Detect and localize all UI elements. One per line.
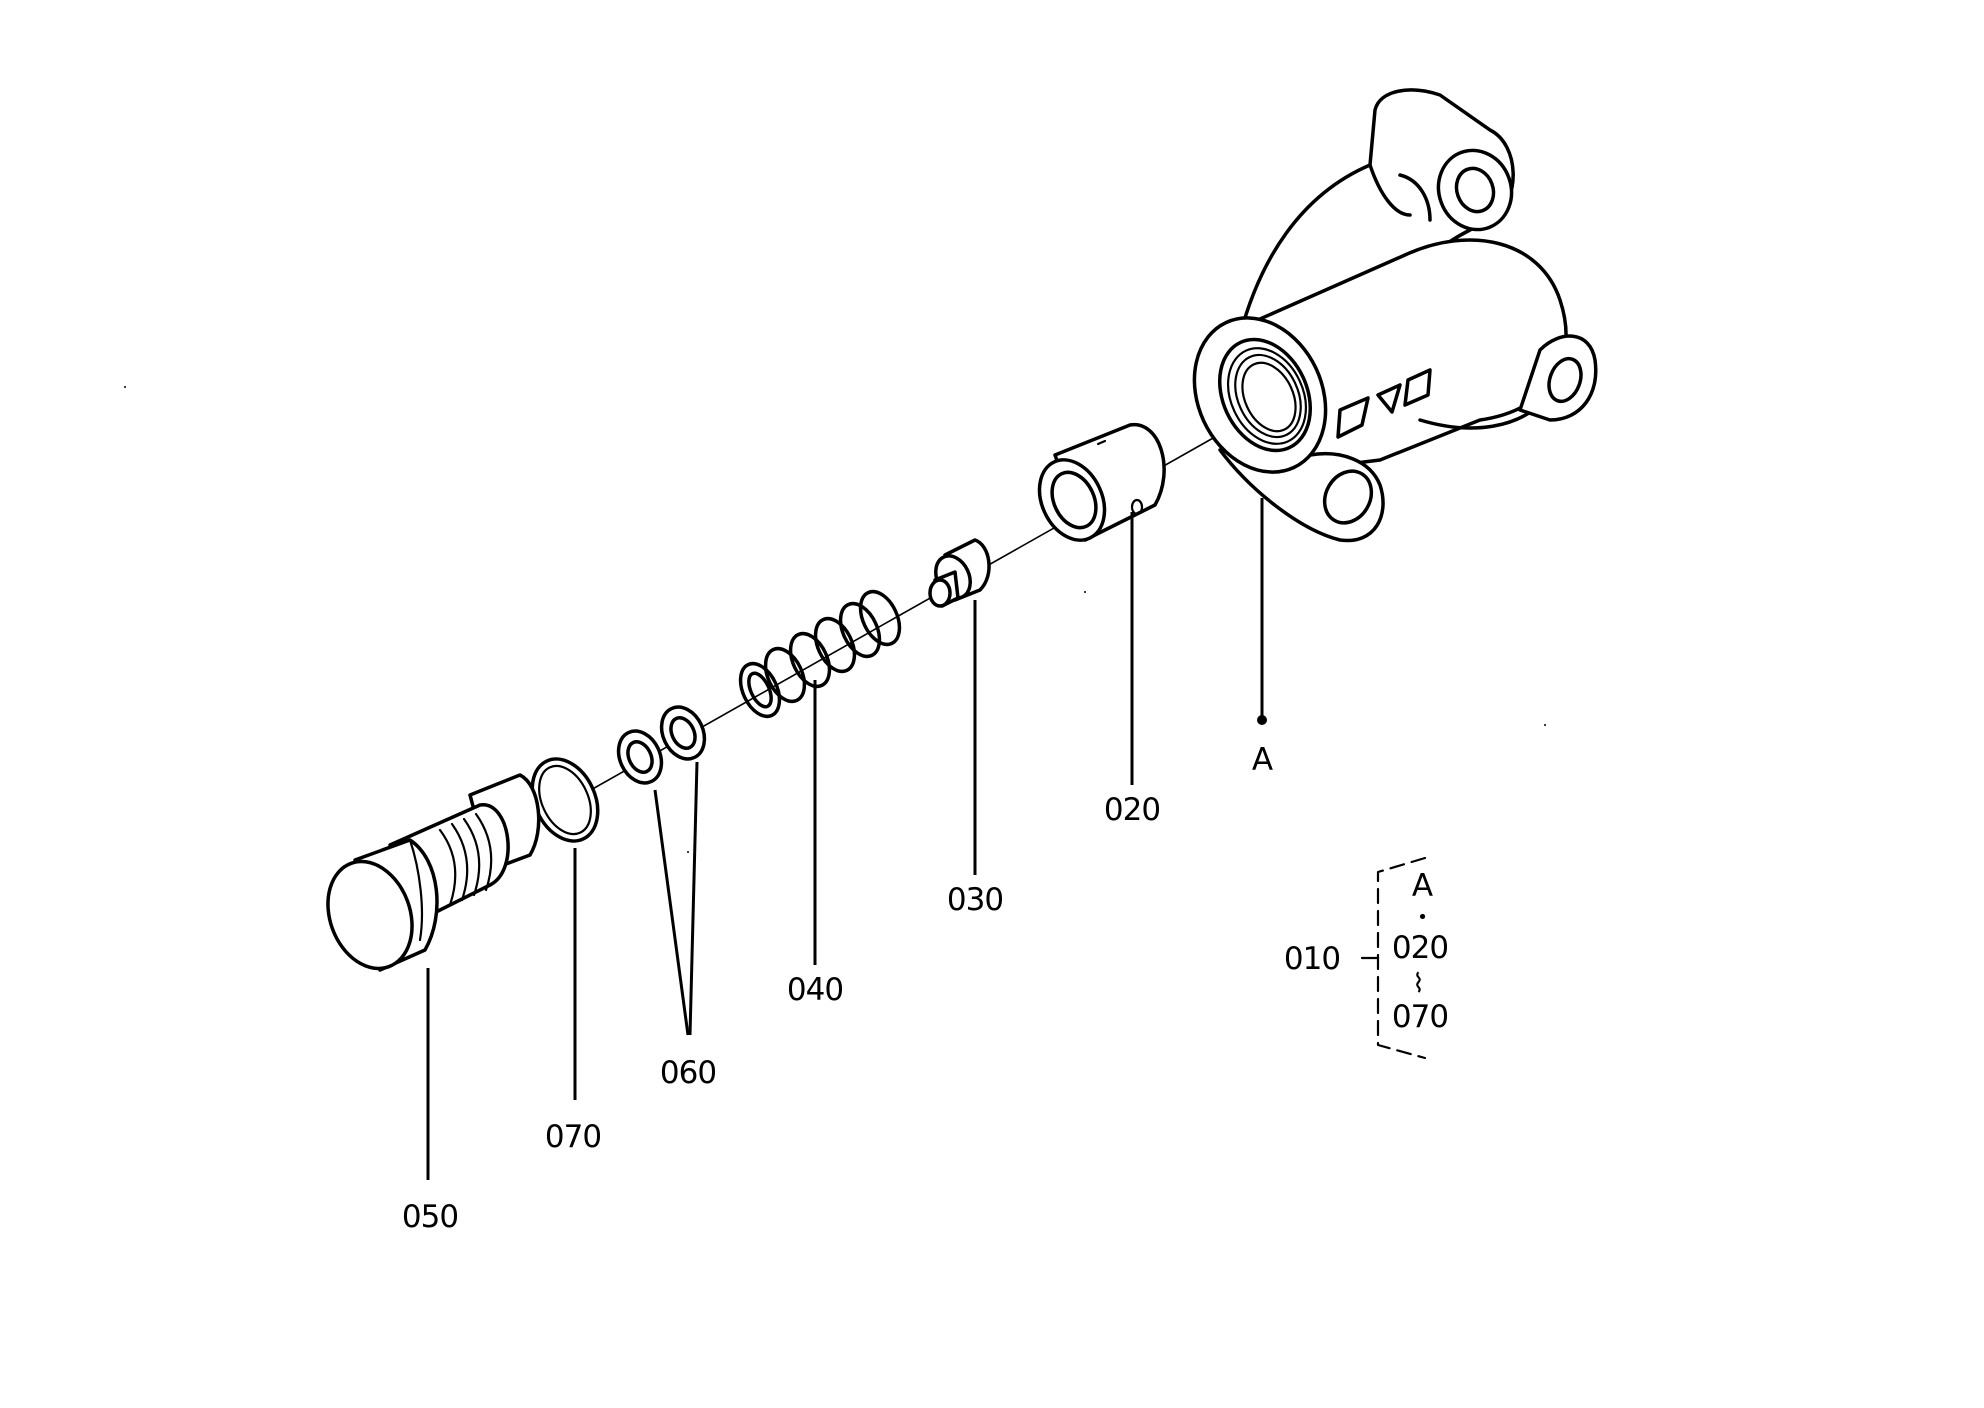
assembly-legend: 010 A • 020 ⌇ 070 <box>1284 856 1449 1060</box>
legend-to: 070 <box>1392 999 1448 1035</box>
speck-2 <box>1084 591 1086 593</box>
legend-range-mark: ⌇ <box>1412 969 1424 999</box>
callout-030: 030 <box>947 882 1003 918</box>
callout-070: 070 <box>545 1119 601 1155</box>
speck-3 <box>1544 724 1546 726</box>
legend-ref: A <box>1412 868 1433 904</box>
callout-020: 020 <box>1104 792 1160 828</box>
speck-4 <box>687 851 689 853</box>
callout-a: A <box>1252 742 1273 778</box>
callout-040: 040 <box>787 972 843 1008</box>
legend-dot: • <box>1417 907 1427 928</box>
plug-part <box>326 773 541 972</box>
callout-050: 050 <box>402 1199 458 1235</box>
valve-part <box>928 538 991 608</box>
legend-from: 020 <box>1392 930 1448 966</box>
washers-part <box>616 705 707 785</box>
bushing-part <box>1037 423 1166 542</box>
leader-a-dot <box>1257 715 1267 725</box>
callout-060: 060 <box>660 1055 716 1091</box>
valve-housing <box>1192 88 1598 543</box>
speck-1 <box>124 386 126 388</box>
leader-060-a <box>653 789 690 1036</box>
spring-part <box>738 589 902 719</box>
oring-part <box>530 757 600 843</box>
leader-060-b <box>688 761 699 1036</box>
legend-assembly: 010 <box>1284 941 1340 977</box>
